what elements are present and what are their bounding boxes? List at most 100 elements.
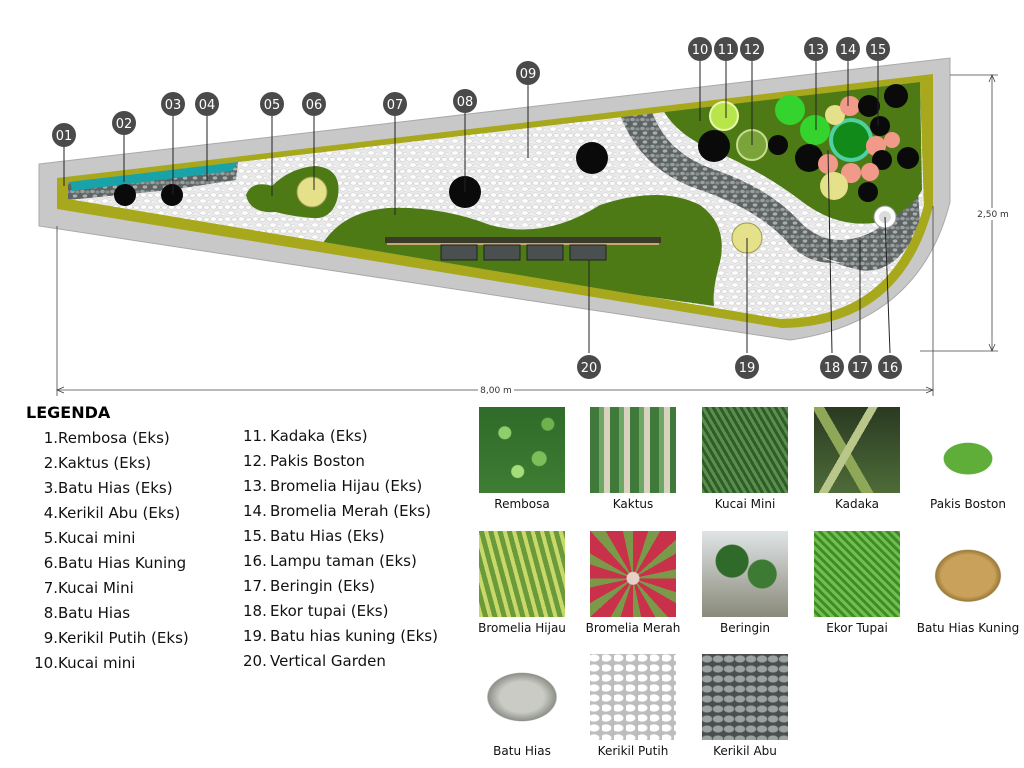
legend-item: 20.Vertical Garden xyxy=(243,652,386,670)
swatch-pakis-boston: Pakis Boston xyxy=(912,407,1024,511)
legend-item: 2.Kaktus (Eks) xyxy=(43,454,152,472)
legend-item: 4.Kerikil Abu (Eks) xyxy=(43,504,181,522)
rembosa-photo-icon xyxy=(479,407,565,493)
swatch-kerikil-abu: Kerikil Abu xyxy=(689,654,801,758)
callout-03: 03 xyxy=(161,92,185,116)
callout-17: 17 xyxy=(848,355,872,379)
callout-02: 02 xyxy=(112,111,136,135)
swatch-kaktus: Kaktus xyxy=(577,407,689,511)
vertical-garden-boxes xyxy=(440,244,607,261)
swatch-ekor-tupai: Ekor Tupai xyxy=(801,531,913,635)
kerikil-putih-photo-icon xyxy=(590,654,676,740)
legend-item: 17.Beringin (Eks) xyxy=(243,577,376,595)
water-feature xyxy=(70,161,238,191)
garden-site-plan: 8,00 m 2,50 m 01 02 03 04 05 06 07 08 09… xyxy=(38,37,1009,396)
swatch-beringin: Beringin xyxy=(689,531,801,635)
svg-text:09: 09 xyxy=(520,67,537,82)
callout-13: 13 xyxy=(804,37,828,61)
kaktus-photo-icon xyxy=(590,407,676,493)
svg-text:10: 10 xyxy=(692,43,709,58)
kucai-mini-photo-icon xyxy=(702,407,788,493)
svg-text:07: 07 xyxy=(387,98,404,113)
callout-18: 18 xyxy=(820,355,844,379)
legend-item: 18.Ekor tupai (Eks) xyxy=(243,602,389,620)
callout-19: 19 xyxy=(735,355,759,379)
ekor-tupai-photo-icon xyxy=(814,531,900,617)
grey-gravel-band-2 xyxy=(618,105,920,265)
swatch-kucai-mini: Kucai Mini xyxy=(689,407,801,511)
svg-text:03: 03 xyxy=(165,98,182,113)
svg-text:05: 05 xyxy=(264,98,281,113)
svg-text:06: 06 xyxy=(306,98,323,113)
svg-text:14: 14 xyxy=(840,43,857,58)
swatch-rembosa: Rembosa xyxy=(466,407,578,511)
swatch-kerikil-putih: Kerikil Putih xyxy=(577,654,689,758)
callout-07: 07 xyxy=(383,92,407,116)
svg-text:02: 02 xyxy=(116,117,133,132)
legend-item: 11.Kadaka (Eks) xyxy=(243,427,368,445)
legend-item: 15.Batu Hias (Eks) xyxy=(243,527,385,545)
legend-item: 14.Bromelia Merah (Eks) xyxy=(243,502,431,520)
legend-item: 13.Bromelia Hijau (Eks) xyxy=(243,477,423,495)
callout-04: 04 xyxy=(195,92,219,116)
plant-symbols xyxy=(114,84,919,254)
legend-item: 3.Batu Hias (Eks) xyxy=(43,479,173,497)
dimension-length: 8,00 m xyxy=(480,386,512,396)
bromelia-merah-photo-icon xyxy=(590,531,676,617)
callout-20: 20 xyxy=(577,355,601,379)
legend-list-right: 11.Kadaka (Eks) 12.Pakis Boston 13.Brome… xyxy=(243,424,438,674)
svg-text:12: 12 xyxy=(744,43,761,58)
callout-10: 10 xyxy=(688,37,712,61)
dimension-width: 2,50 m xyxy=(977,210,1009,220)
swatch-bromelia-hijau: Bromelia Hijau xyxy=(466,531,578,635)
svg-text:01: 01 xyxy=(56,129,73,144)
svg-text:17: 17 xyxy=(852,361,869,376)
svg-text:16: 16 xyxy=(882,361,899,376)
legend-list-left: 1.Rembosa (Eks) 2.Kaktus (Eks) 3.Batu Hi… xyxy=(30,426,189,676)
pakis-boston-photo-icon xyxy=(925,407,1011,493)
legend-title: LEGENDA xyxy=(26,403,111,422)
callout-01: 01 xyxy=(52,123,76,147)
batu-hias-photo-icon xyxy=(479,654,565,740)
legend-item: 8.Batu Hias xyxy=(43,604,131,622)
callout-16: 16 xyxy=(878,355,902,379)
legend-item: 10.Kucai mini xyxy=(34,654,136,672)
legend-item: 6.Batu Hias Kuning xyxy=(43,554,187,572)
swatch-kadaka: Kadaka xyxy=(801,407,913,511)
legend-item: 7.Kucai Mini xyxy=(43,579,134,597)
lawn-central xyxy=(320,195,722,306)
svg-text:18: 18 xyxy=(824,361,841,376)
svg-text:04: 04 xyxy=(199,98,216,113)
swatch-batu-hias-kuning: Batu Hias Kuning xyxy=(912,531,1024,635)
svg-text:19: 19 xyxy=(739,361,756,376)
legend-item: 5.Kucai mini xyxy=(43,529,136,547)
swatch-bromelia-merah: Bromelia Merah xyxy=(577,531,689,635)
batu-hias-kuning-photo-icon xyxy=(925,531,1011,617)
svg-text:13: 13 xyxy=(808,43,825,58)
svg-text:15: 15 xyxy=(870,43,887,58)
callout-09: 09 xyxy=(516,61,540,85)
kerikil-abu-photo-icon xyxy=(702,654,788,740)
callout-12: 12 xyxy=(740,37,764,61)
leader-lines xyxy=(63,61,891,354)
kadaka-photo-icon xyxy=(814,407,900,493)
bromelia-hijau-photo-icon xyxy=(479,531,565,617)
callout-06: 06 xyxy=(302,92,326,116)
legend-item: 12.Pakis Boston xyxy=(243,452,365,470)
callout-15: 15 xyxy=(866,37,890,61)
legend-item: 9.Kerikil Putih (Eks) xyxy=(43,629,189,647)
legend-item: 19.Batu hias kuning (Eks) xyxy=(243,627,438,645)
svg-text:20: 20 xyxy=(581,361,598,376)
legend-item: 1.Rembosa (Eks) xyxy=(43,429,170,447)
svg-text:11: 11 xyxy=(718,43,735,58)
callout-14: 14 xyxy=(836,37,860,61)
callout-05: 05 xyxy=(260,92,284,116)
beringin-photo-icon xyxy=(702,531,788,617)
callout-08: 08 xyxy=(453,89,477,113)
callout-11: 11 xyxy=(714,37,738,61)
legend-item: 16.Lampu taman (Eks) xyxy=(243,552,417,570)
vertical-garden-bench xyxy=(385,237,661,243)
swatch-batu-hias: Batu Hias xyxy=(466,654,578,758)
svg-text:08: 08 xyxy=(457,95,474,110)
callout-markers: 01 02 03 04 05 06 07 08 09 10 11 12 13 1… xyxy=(52,37,902,379)
